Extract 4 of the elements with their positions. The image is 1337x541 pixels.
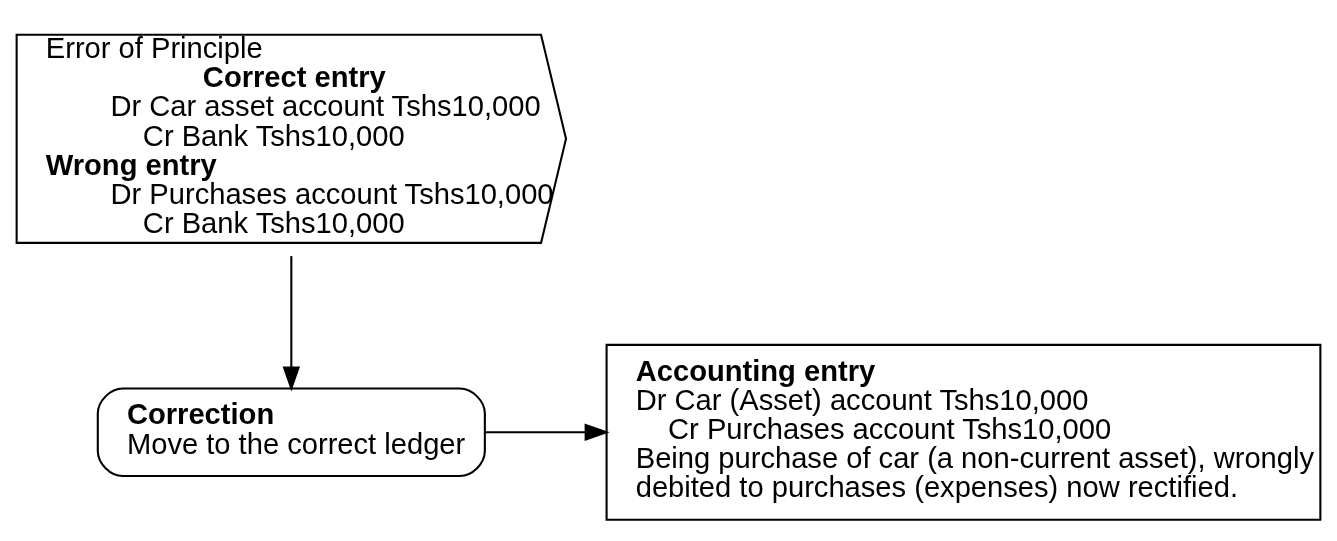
arrow bbox=[484, 423, 610, 441]
node-box: Correction Move to the correct ledger bbox=[96, 387, 486, 477]
node-box: Accounting entry Dr Car (Asset) account Tshs10,000 Cr Purchases account Tshs10,000 Being purchase of car (a non-current asset), wrongly debited to purchases (expenses) now rectified. bbox=[605, 343, 1322, 521]
arrow bbox=[282, 255, 301, 391]
